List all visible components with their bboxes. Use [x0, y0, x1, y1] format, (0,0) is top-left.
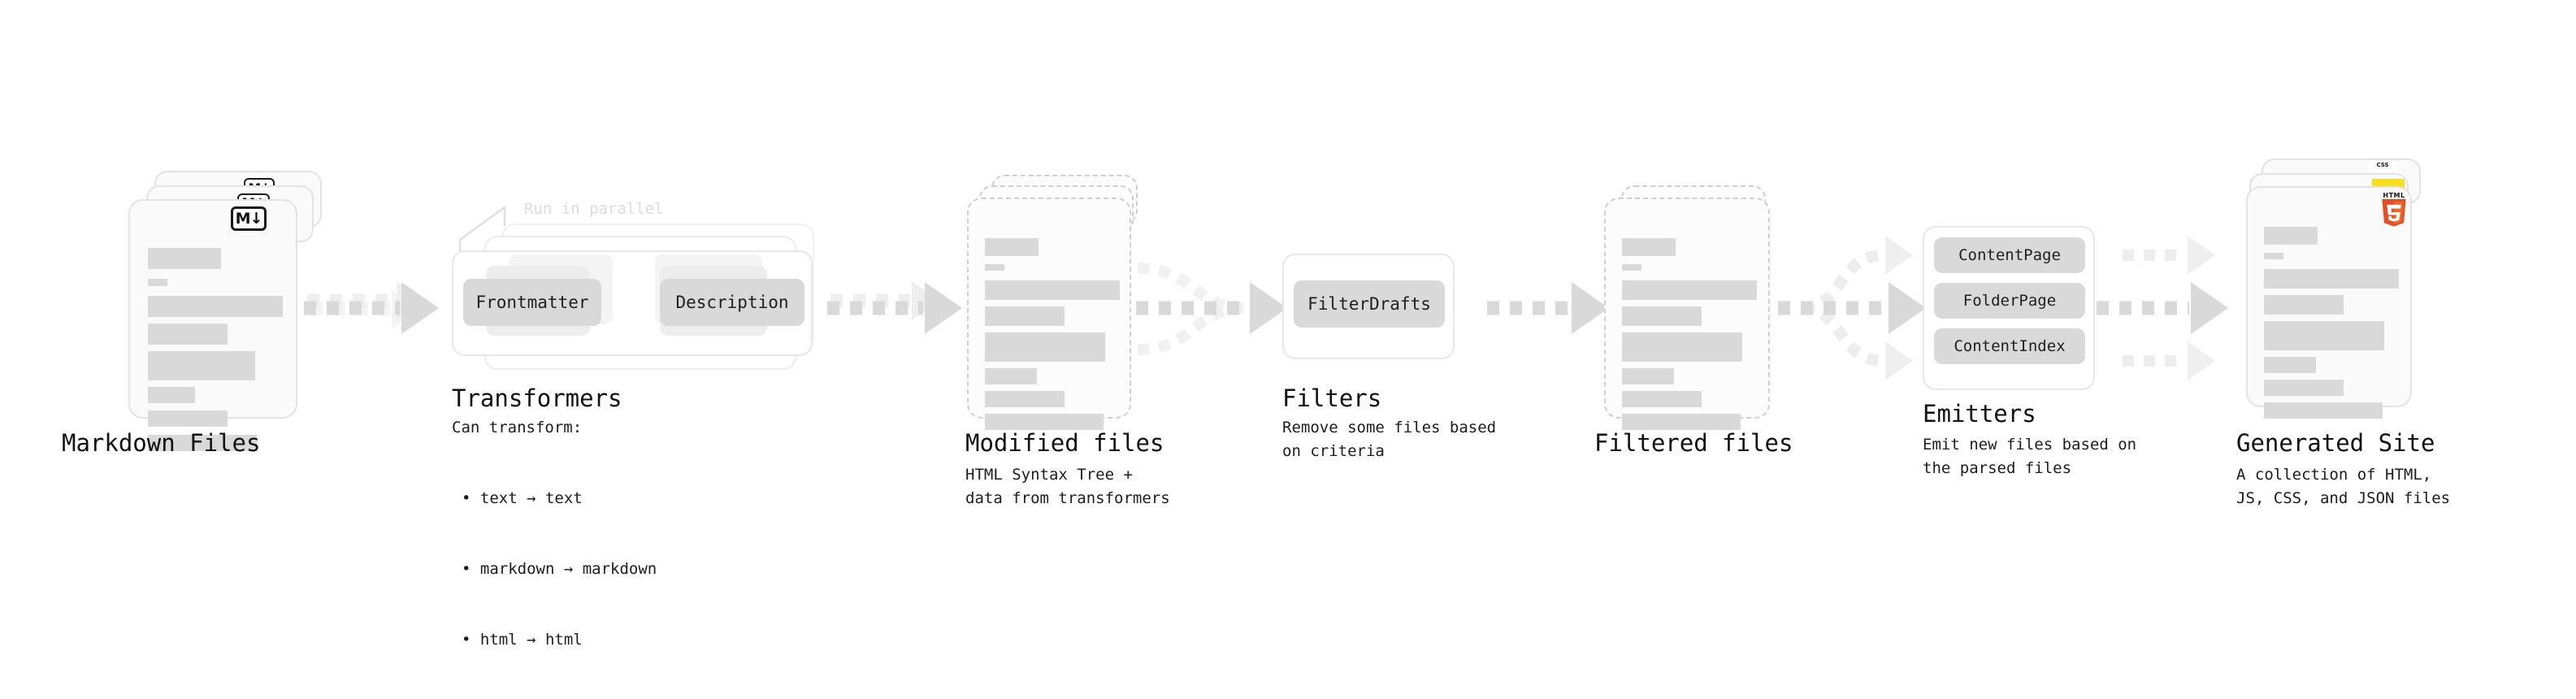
filtered-bar [1622, 414, 1741, 430]
run-in-parallel-label: Run in parallel [524, 200, 664, 218]
generated-bar [2264, 295, 2344, 315]
transformer-chip-description[interactable]: Description [660, 279, 804, 326]
stage-title-modified: Modified files [965, 429, 1164, 457]
transformers-desc-heading: Can transform: [452, 419, 583, 436]
markdown-bar [148, 296, 283, 317]
generated-card-front [2246, 186, 2412, 419]
arrow-emitters-to-generated [2097, 236, 2228, 380]
markdown-bar [148, 351, 255, 380]
transformers-bullet-list: • text → text • markdown → markdown • ht… [462, 440, 657, 699]
filtered-bar [1622, 391, 1702, 407]
arrow-markdown-to-transformers [304, 281, 439, 334]
markdown-bar [148, 323, 228, 345]
transformers-bullet: • text → text [462, 489, 583, 507]
html5-icon-label: HTML [2383, 192, 2405, 199]
modified-card-front [967, 198, 1131, 430]
stage-title-transformers: Transformers [452, 384, 622, 412]
markdown-bar [148, 279, 167, 286]
modified-desc: HTML Syntax Tree + data from transformer… [965, 466, 1170, 507]
emitters-desc: Emit new files based on the parsed files [1923, 436, 2137, 477]
html5-icon: HTML [2378, 192, 2410, 229]
emitter-chip-contentpage[interactable]: ContentPage [1934, 237, 2085, 273]
markdown-card-front [128, 199, 297, 451]
generated-bar [2264, 357, 2316, 373]
stage-title-generated: Generated Site [2236, 429, 2435, 457]
css-icon-label: CSS [2376, 162, 2389, 168]
filtered-bar [1622, 306, 1702, 326]
transformers-bullet: • html → html [462, 631, 583, 649]
markdown-bar [148, 410, 228, 427]
modified-bar [985, 391, 1065, 407]
stage-title-emitters: Emitters [1923, 400, 2036, 428]
markdown-bar [148, 435, 257, 451]
arrow-filtered-to-emitters [1778, 236, 1926, 380]
modified-bar [985, 368, 1037, 384]
pipeline-diagram: M↓ M↓ M↓ Markdown Files Run in parallel … [62, 158, 2451, 649]
markdown-bar [148, 387, 195, 403]
generated-bar [2264, 321, 2384, 350]
modified-bar [985, 280, 1120, 300]
modified-bar [985, 414, 1104, 430]
filtered-bar [1622, 264, 1641, 271]
modified-bar [985, 238, 1039, 256]
markdown-icon: M↓ [231, 206, 267, 231]
generated-bar [2264, 269, 2399, 289]
filtered-bar [1622, 280, 1757, 300]
arrow-filters-to-filtered [1487, 282, 1609, 334]
filter-chip-filterdrafts[interactable]: FilterDrafts [1294, 280, 1445, 328]
stage-title-filters: Filters [1282, 384, 1382, 412]
markdown-bar [148, 248, 221, 269]
filtered-bar [1622, 238, 1676, 256]
stage-title-filtered: Filtered files [1594, 429, 1793, 457]
filters-desc: Remove some files based on criteria [1282, 419, 1497, 460]
html5-shield-icon [2382, 199, 2406, 227]
arrow-transformers-to-modified [827, 281, 962, 334]
generated-bar [2264, 253, 2283, 259]
modified-bar [985, 306, 1065, 326]
modified-bar [985, 332, 1105, 362]
filtered-bar [1622, 368, 1674, 384]
generated-bar [2264, 380, 2344, 396]
emitter-chip-folderpage[interactable]: FolderPage [1934, 283, 2085, 319]
generated-bar [2264, 402, 2383, 419]
generated-bar [2264, 227, 2318, 245]
filtered-card-front [1604, 198, 1770, 430]
arrow-modified-to-filters [1136, 263, 1287, 355]
filtered-bar [1622, 332, 1742, 362]
modified-bar [985, 264, 1004, 271]
transformers-bullet: • markdown → markdown [462, 560, 657, 578]
emitter-chip-contentindex[interactable]: ContentIndex [1934, 328, 2085, 364]
generated-desc: A collection of HTML, JS, CSS, and JSON … [2236, 466, 2451, 507]
stage-title-markdown: Markdown Files [62, 429, 261, 457]
transformer-chip-frontmatter[interactable]: Frontmatter [463, 279, 601, 326]
